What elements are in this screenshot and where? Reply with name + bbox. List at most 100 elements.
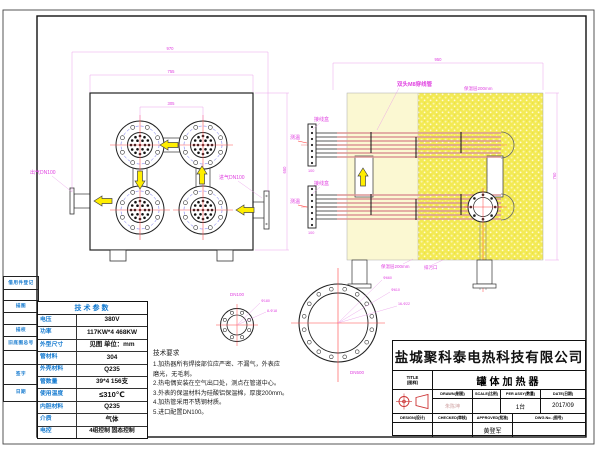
connect-duct-right bbox=[486, 155, 504, 198]
table-row: 管数量 39*4 156支 bbox=[38, 376, 147, 390]
side-length-dim: 950 bbox=[435, 57, 443, 62]
dwgno-value bbox=[513, 423, 585, 437]
tech-requirements: 技术要求 1.加热器所有焊接部位应严密、不漏气，外表应 磨光，无毛刺。 2.热电… bbox=[153, 347, 349, 418]
strip-box-blank-3 bbox=[3, 350, 39, 365]
side-height-dim: 760 bbox=[552, 172, 557, 180]
small-flange-dim1: Φ180 bbox=[261, 299, 270, 303]
strip-label: 描校 bbox=[15, 326, 27, 332]
table-row: 外壳材料 Q235 bbox=[38, 364, 147, 377]
tech-req-line: 1.加热器所有焊接部位应严密、不漏气，外表应 bbox=[153, 361, 280, 368]
parameters-table-title: 技术参数 bbox=[38, 302, 147, 315]
tech-req-line: 3.外表的保温材料为硅酸铝保温棉，厚度200mm。 bbox=[153, 389, 289, 397]
insulation-bottom-label: 保温层200mm bbox=[381, 263, 410, 270]
flange-detail-large: Φ660 Φ610 16-Φ22 DN500 bbox=[291, 268, 410, 382]
strip-label: 借用件登记 bbox=[8, 279, 34, 285]
qty-value: 1台 bbox=[501, 399, 541, 413]
param-label: 使用温度 bbox=[38, 389, 77, 401]
param-value: ≤310℃ bbox=[99, 390, 125, 400]
scale-value bbox=[473, 399, 501, 413]
tech-requirements-title: 技术要求 bbox=[153, 350, 180, 357]
temp-sensor-label-1: 测温 bbox=[290, 134, 300, 141]
tech-req-line: 5.进口配置DN100。 bbox=[153, 408, 208, 416]
small-flange-label: DN100 bbox=[230, 292, 245, 297]
strip-label: 旧底图总号 bbox=[8, 339, 34, 345]
param-label: 功率 bbox=[38, 327, 77, 339]
strip-label: 描图 bbox=[15, 302, 27, 308]
sheet-border bbox=[2, 9, 595, 445]
inlet-flange-plate bbox=[263, 190, 270, 230]
front-overall-dim: 970 bbox=[167, 46, 175, 51]
param-value: 117KW*4 468KW bbox=[86, 328, 138, 336]
param-label: 外型尺寸 bbox=[38, 339, 77, 352]
param-label: 外壳材料 bbox=[38, 364, 77, 376]
drawn-label: DRAWN(制图) bbox=[433, 390, 473, 398]
inlet-label: 进气DN100 bbox=[219, 174, 245, 181]
title-label-cell: TITLE (图样) bbox=[393, 371, 433, 389]
drawn-value: 朱陈坤 bbox=[433, 399, 473, 413]
outlet-label: 出气DN100 bbox=[30, 169, 56, 176]
date-label: DATE(日期) bbox=[552, 391, 574, 396]
design-value-cell bbox=[393, 423, 432, 437]
param-value: 气体 bbox=[105, 415, 119, 423]
strip-box-oldno: 旧底图总号 bbox=[3, 336, 39, 351]
param-value: 4组控制 固态控制 bbox=[89, 428, 135, 435]
flow-arrow-inlet bbox=[235, 204, 255, 216]
large-flange-dim2: Φ610 bbox=[391, 288, 400, 292]
strip-label: 日期 bbox=[15, 389, 27, 395]
param-value: Q235 bbox=[104, 403, 120, 411]
date-value: 2017/09 bbox=[552, 403, 574, 409]
front-height-dim: 650 bbox=[282, 166, 287, 174]
strip-box-date: 日期 bbox=[3, 384, 39, 402]
param-value: 304 bbox=[106, 353, 118, 361]
title-label-en: TITLE bbox=[406, 374, 419, 380]
temp-sensor-label-2: 测温 bbox=[290, 198, 300, 205]
front-centers-dim: 305 bbox=[168, 101, 176, 106]
front-body-dim: 755 bbox=[168, 69, 176, 74]
strip-label: 签字 bbox=[15, 370, 27, 376]
company-name: 盐城聚科泰电热科技有限公司 bbox=[393, 341, 585, 371]
large-flange-dim3: 16-Φ22 bbox=[398, 302, 410, 306]
param-value: 39*4 156支 bbox=[96, 378, 128, 386]
table-row: 功率 117KW*4 468KW bbox=[38, 327, 147, 340]
large-flange-dim1: Φ660 bbox=[383, 276, 392, 280]
side-legs bbox=[347, 259, 497, 289]
dwgno-label: DWG.No. (图号) bbox=[535, 415, 563, 420]
param-label: 管数量 bbox=[38, 376, 77, 389]
front-dimensions bbox=[71, 51, 289, 251]
large-flange-label: DN500 bbox=[350, 370, 365, 375]
front-legs bbox=[109, 249, 234, 262]
table-row: 介质气体 bbox=[38, 414, 147, 427]
tech-req-line: 磨光，无毛刺。 bbox=[153, 370, 196, 378]
side-view: 双头M8穿线管 保温层200mm 接线盒 接线盒 测温 测温 保温层200mm … bbox=[290, 57, 559, 292]
param-value: 见图 单位：mm bbox=[89, 341, 135, 349]
param-value: Q235 bbox=[104, 366, 120, 374]
side-dimensions bbox=[332, 62, 559, 261]
checked-label: CHECKED(审核) bbox=[433, 414, 473, 422]
flange-detail-small: DN100 Φ180 8-Φ18 bbox=[216, 292, 277, 346]
title-label-cn: (图样) bbox=[406, 380, 419, 385]
flow-arrow-outlet bbox=[93, 195, 113, 207]
param-label: 电控 bbox=[38, 426, 77, 438]
conduit-label: 双头M8穿线管 bbox=[397, 80, 433, 88]
param-value: 380V bbox=[104, 316, 120, 324]
approved-value: 黄登军 bbox=[473, 423, 513, 437]
qty-label: PER ASSY(数量) bbox=[501, 390, 541, 398]
insulation-hatch bbox=[418, 93, 543, 260]
tech-req-line: 4.加热管采用不锈钢材质。 bbox=[153, 399, 226, 407]
plate-dim-1: 100 bbox=[308, 169, 314, 173]
tech-req-line: 2.热电偶安装在空气出口处，测点在管道中心。 bbox=[153, 380, 280, 388]
table-row: 内胆材料 Q235 bbox=[38, 401, 147, 415]
param-label: 内胆材料 bbox=[38, 401, 77, 414]
vessel-outline bbox=[89, 92, 254, 251]
tube-flange-br bbox=[172, 179, 234, 241]
plate-dim-2: 100 bbox=[308, 231, 314, 235]
insulation-top-label: 保温层200mm bbox=[464, 85, 493, 92]
projection-symbol bbox=[393, 390, 432, 414]
strip-box-blank-1 bbox=[3, 288, 39, 301]
junction-box-label-2: 接线盒 bbox=[314, 180, 329, 187]
table-row: 外型尺寸 见图 单位：mm bbox=[38, 339, 147, 353]
